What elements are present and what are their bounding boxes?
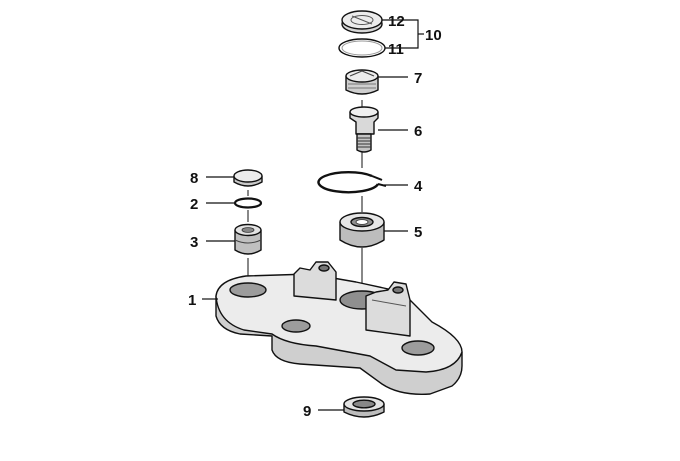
callout-1: 1 xyxy=(188,292,196,309)
callout-2: 2 xyxy=(190,196,198,213)
part-5-bearing xyxy=(339,212,385,248)
callout-7: 7 xyxy=(414,70,422,87)
callout-labels: 12 11 10 7 6 4 5 8 2 3 1 9 xyxy=(188,13,442,420)
part-2-small-ring xyxy=(233,197,263,209)
callout-6: 6 xyxy=(414,123,422,140)
callout-9: 9 xyxy=(303,403,311,420)
part-9-seal-ring xyxy=(343,396,385,418)
callout-12: 12 xyxy=(388,13,405,30)
callout-4: 4 xyxy=(414,178,423,195)
part-1-fork-bridge xyxy=(215,261,463,395)
callout-5: 5 xyxy=(414,224,422,241)
part-7-plug xyxy=(345,69,379,95)
part-8-small-cap xyxy=(233,169,263,187)
assembly-axis-lines xyxy=(247,100,363,290)
callout-8: 8 xyxy=(190,170,198,187)
callout-3: 3 xyxy=(190,234,198,251)
part-6-threaded-pin xyxy=(349,106,379,153)
leader-lines xyxy=(202,19,424,411)
part-3-bushing xyxy=(234,223,262,255)
callout-11: 11 xyxy=(388,41,404,58)
part-4-circlip xyxy=(317,171,387,194)
callout-10: 10 xyxy=(425,27,442,44)
part-12-cap xyxy=(341,10,383,34)
part-11-o-ring xyxy=(338,38,386,58)
